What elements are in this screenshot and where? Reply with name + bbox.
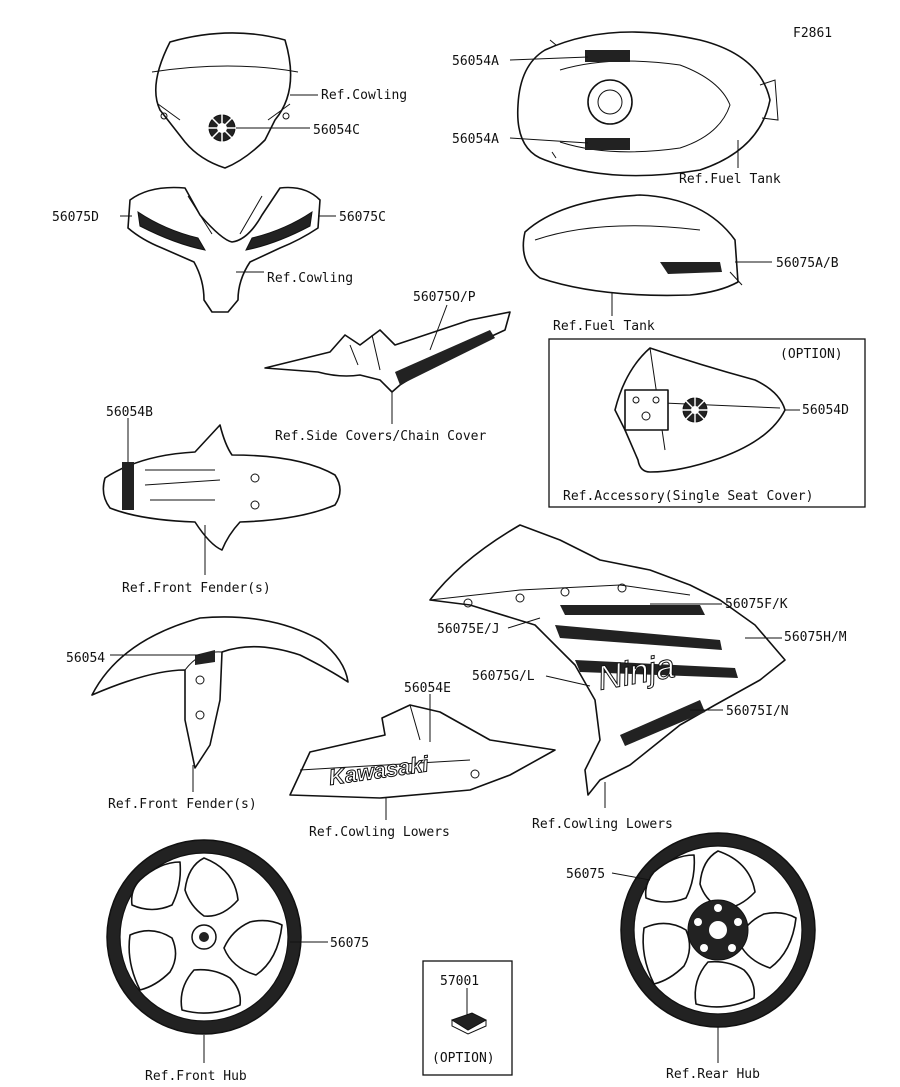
rear-wheel-part [620, 832, 816, 1028]
label-tank-decal-bottom: 56054A [452, 132, 499, 147]
label-cowling-lowers-left: Ref.Cowling Lowers [309, 825, 450, 840]
windshield-decal-emblem [204, 110, 240, 146]
label-rear-hub: Ref.Rear Hub [666, 1067, 760, 1082]
label-upper-right-decal: 56075C [339, 210, 386, 225]
label-side-cover-decal: 56075O/P [413, 290, 476, 305]
label-front-fender-decal: 56054 [66, 651, 105, 666]
label-fairing-decal-in: 56075I/N [726, 704, 789, 719]
label-seat-cover: Ref.Accessory(Single Seat Cover) [563, 489, 813, 504]
label-fairing-decal-hm: 56075H/M [784, 630, 847, 645]
label-front-hub: Ref.Front Hub [145, 1069, 247, 1084]
label-clip-option: (OPTION) [432, 1051, 495, 1066]
front-fender-rear-part [102, 424, 341, 551]
label-cowling-lowers-right: Ref.Cowling Lowers [532, 817, 673, 832]
label-fuel-tank-side: Ref.Fuel Tank [553, 319, 655, 334]
front-wheel-part [106, 839, 302, 1035]
cowling-lower-left-part: Kawasaki [289, 704, 556, 799]
figure-code: F2861 [793, 26, 832, 41]
label-option-box-title: (OPTION) [780, 347, 843, 362]
label-side-covers: Ref.Side Covers/Chain Cover [275, 429, 486, 444]
side-fairing-part: Ninja [429, 524, 786, 796]
label-lower-decal: 56054E [404, 681, 451, 696]
label-windshield-cowling: Ref.Cowling [321, 88, 407, 103]
clip-part [450, 1012, 488, 1035]
label-windshield-decal: 56054C [313, 123, 360, 138]
label-fairing-decal-gl: 56075G/L [472, 669, 535, 684]
label-upper-cowling: Ref.Cowling [267, 271, 353, 286]
label-rear-fender-decal: 56054B [106, 405, 153, 420]
label-fairing-decal-ej: 56075E/J [437, 622, 500, 637]
label-fuel-tank-top: Ref.Fuel Tank [679, 172, 781, 187]
clip-option-frame [422, 960, 513, 1076]
label-upper-left-decal: 56075D [52, 210, 99, 225]
label-seat-cover-decal: 56054D [802, 403, 849, 418]
label-front-fender-rear: Ref.Front Fender(s) [122, 581, 271, 596]
fuel-tank-top-part [516, 31, 779, 177]
label-front-fender-front: Ref.Front Fender(s) [108, 797, 257, 812]
label-rear-wheel-decal: 56075 [566, 867, 605, 882]
seat-cover-decal-emblem [679, 394, 711, 426]
label-front-wheel-decal: 56075 [330, 936, 369, 951]
label-clip-part: 57001 [440, 974, 479, 989]
option-box-frame [548, 338, 866, 508]
windshield-part [151, 32, 299, 169]
label-tank-side-decal: 56075A/B [776, 256, 839, 271]
side-covers-part [264, 311, 511, 393]
fuel-tank-side-part [522, 194, 743, 297]
label-tank-decal-top: 56054A [452, 54, 499, 69]
front-fender-front-part [91, 616, 349, 769]
label-fairing-decal-fk: 56075F/K [725, 597, 788, 612]
upper-cowling-part [127, 186, 321, 313]
